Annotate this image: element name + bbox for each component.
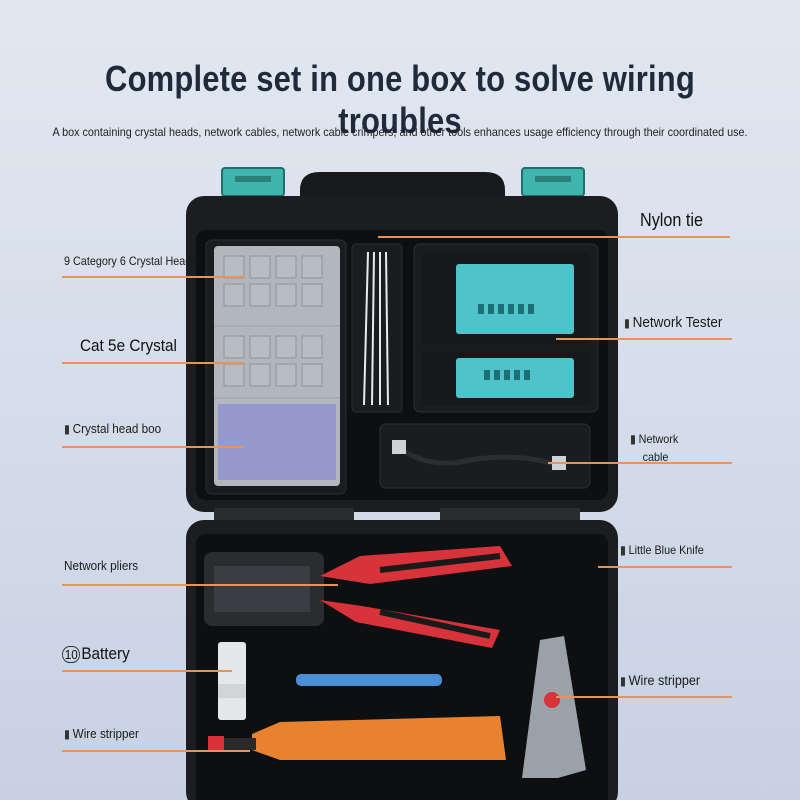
pliers-shape — [204, 546, 512, 648]
line-crystal-boot — [62, 446, 244, 448]
label-network-pliers: Network pliers — [64, 558, 139, 573]
battery-shape — [218, 642, 246, 720]
line-wire-stripper-left — [62, 750, 250, 752]
page-title: Complete set in one box to solve wiring … — [105, 58, 695, 141]
label-little-blue-knife: ▮Little Blue Knife — [620, 543, 704, 557]
label-network-tester: ▮Network Tester — [624, 314, 723, 331]
line-network-tester — [556, 338, 732, 340]
line-network-cable — [548, 462, 732, 464]
line-battery — [62, 670, 232, 672]
line-cat5e — [62, 362, 244, 364]
page-subtitle: A box containing crystal heads, network … — [52, 125, 748, 139]
line-little-blue-knife — [598, 566, 732, 568]
label-cat5e-crystal: Cat 5e Crystal — [80, 336, 177, 355]
label-wire-stripper-left: ▮Wire stripper — [64, 726, 139, 741]
label-cat6-heads: 9 Category 6 Crystal Heads — [64, 254, 197, 268]
line-nylon-tie — [378, 236, 730, 238]
line-cat6-heads — [62, 276, 244, 278]
label-nylon-tie: Nylon tie — [640, 210, 704, 230]
knife-shape — [296, 674, 442, 686]
label-wire-stripper-right: ▮Wire stripper — [620, 672, 701, 688]
line-wire-stripper-right — [556, 696, 732, 698]
punch-tool-shape — [252, 716, 506, 760]
label-crystal-head-boot: ▮Crystal head boo — [64, 421, 162, 436]
line-network-pliers — [62, 584, 338, 586]
